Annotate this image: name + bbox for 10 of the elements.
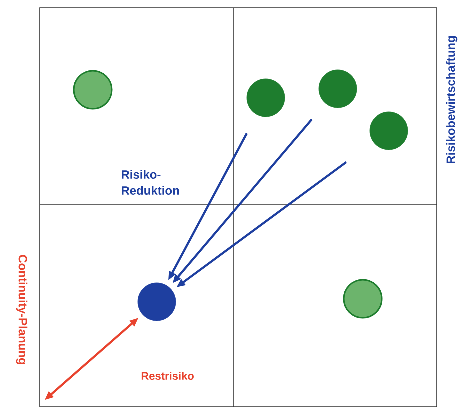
edge-label: Restrisiko — [140, 370, 196, 382]
axis-label: Continuity-Planung — [16, 255, 28, 365]
circle-marker — [246, 78, 286, 118]
circle-marker — [138, 282, 176, 322]
circle-marker — [343, 279, 383, 319]
circle-marker — [73, 70, 113, 110]
circle-marker — [318, 70, 358, 108]
annotation-text: Risiko- Reduktion — [122, 170, 180, 195]
axis-label: Risikobewirtschaftung — [446, 36, 458, 164]
circle-marker — [370, 112, 408, 150]
